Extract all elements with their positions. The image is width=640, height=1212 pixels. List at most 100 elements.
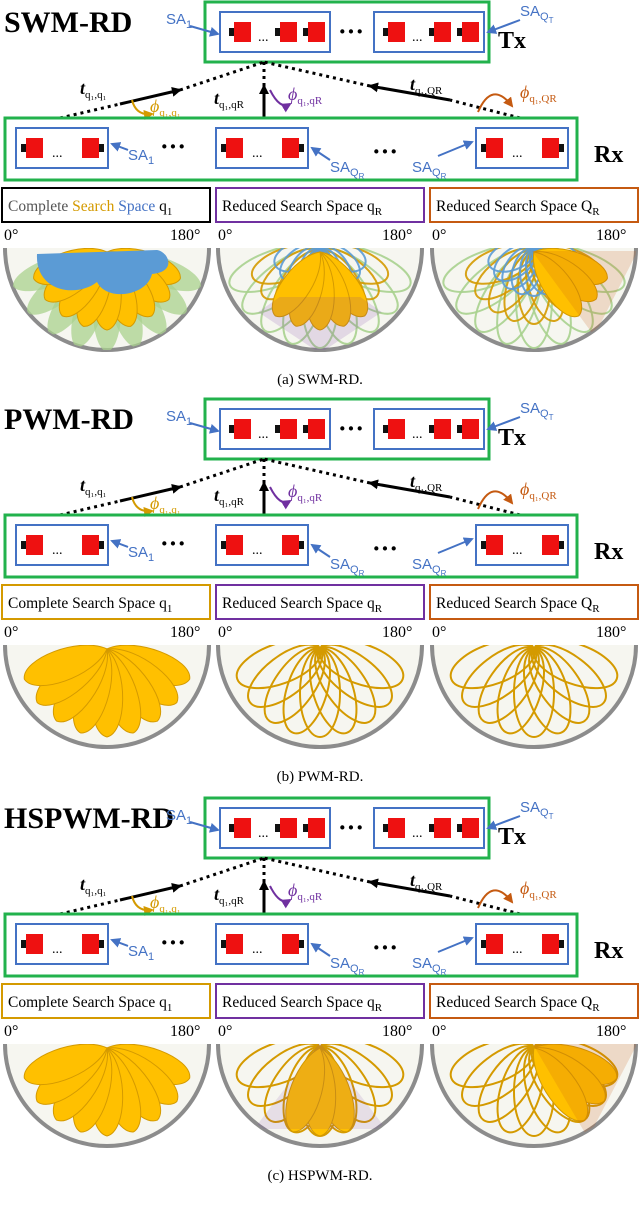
t-label-q1QR-sub: q₁,QR <box>415 881 443 893</box>
panel-caption: (c) HSPWM-RD. <box>268 1168 373 1184</box>
t-label-q1qR-t: t <box>214 485 220 505</box>
sa-pointer <box>189 422 220 434</box>
antenna-notch <box>481 940 486 948</box>
antenna-element-icon <box>486 535 503 555</box>
sa-rx-first-main: SA <box>128 544 148 561</box>
angle-0-label: 0° <box>4 227 18 244</box>
lobes-group <box>449 1044 636 1139</box>
lobes-group <box>235 645 405 738</box>
sa-rx-first-sub: 1 <box>148 552 154 564</box>
sa-rx-last-main: SA <box>412 556 432 573</box>
panel-caption: (a) SWM-RD. <box>277 372 363 388</box>
search-space-word: Search <box>72 198 118 215</box>
search-space-reduced-label: Reduced Search Space qR <box>222 595 383 615</box>
search-space-sub: R <box>592 206 600 218</box>
rx-ellipsis: ··· <box>160 928 186 957</box>
sa-rx-first-sub: 1 <box>148 155 154 167</box>
phi-label-q1QR-phi: ϕ <box>520 878 529 898</box>
t-label-q1qR: tq₁,qR <box>214 88 245 111</box>
sa-rx-last-subsub: R <box>441 968 447 977</box>
antenna-notch <box>481 541 486 549</box>
sa-pointer <box>110 142 129 152</box>
antenna-element-icon <box>308 818 325 838</box>
rotation-arrow-icon <box>269 89 292 113</box>
search-space-box <box>429 983 639 1019</box>
search-space-text: Reduced Search Space Q <box>436 595 592 612</box>
lobes-group <box>13 248 201 350</box>
search-space-reduced-label: Reduced Search Space QR <box>436 994 600 1014</box>
panel-title: SWM-RD <box>4 6 132 39</box>
antenna-element-icon <box>486 934 503 954</box>
beam-ring-gold <box>235 645 322 690</box>
subarray-box <box>15 524 109 566</box>
antenna-notch <box>559 144 564 152</box>
sa-pointer <box>310 942 331 957</box>
antenna-notch <box>303 824 308 832</box>
search-space-word: Complete <box>8 994 72 1011</box>
link-arrow-q1QR <box>368 82 451 102</box>
subarray-box <box>475 524 569 566</box>
angle-180-label: 180° <box>596 1023 626 1040</box>
phi-label-q1QR-sub: q₁,QR <box>529 889 557 901</box>
antenna-element-icon <box>486 138 503 158</box>
sa-pointer <box>110 539 129 549</box>
phi-label-q1QR: ϕq₁,QR <box>520 479 557 502</box>
subarray-ellipsis: ... <box>252 942 263 957</box>
beam-lobe-gold <box>533 1047 589 1122</box>
search-space-box <box>215 584 425 620</box>
sa-pointer <box>486 815 521 830</box>
rx-ellipsis: ··· <box>160 529 186 558</box>
link-dotted <box>263 457 371 485</box>
sa-tx-last-subsub: T <box>549 16 554 25</box>
antenna-element-icon <box>462 22 479 42</box>
sa-rx-last-subsub: R <box>441 569 447 578</box>
rx-label: Rx <box>594 938 623 964</box>
subarray-ellipsis: ... <box>258 30 269 45</box>
sa-tx-first-sub: 1 <box>186 19 192 31</box>
subarray-ellipsis: ... <box>512 146 523 161</box>
phi-label-q1QR-sub: q₁,QR <box>529 93 557 105</box>
sa-rx-mid: SAQR <box>330 159 365 181</box>
search-space-sub: R <box>375 603 383 615</box>
sector-reduced-Q <box>532 251 636 336</box>
antenna-element-icon <box>308 419 325 439</box>
subarray-ellipsis: ... <box>52 543 63 558</box>
antenna-notch <box>303 28 308 36</box>
search-space-word: q <box>159 198 167 215</box>
sa-rx-last-sub: Q <box>432 963 441 975</box>
search-space-complete-label: Complete Search Space q1 <box>8 994 172 1014</box>
phi-label-q1qR-sub: q₁,qR <box>297 891 323 903</box>
phi-label-q1q1-phi: ϕ <box>150 892 159 912</box>
antenna-element-icon <box>234 818 251 838</box>
beam-lobe-gold <box>23 645 108 687</box>
link-arrow-q1QR <box>368 878 451 898</box>
antenna-element-icon <box>226 535 243 555</box>
subarray-box <box>475 923 569 965</box>
phi-label-q1qR: ϕq₁,qR <box>288 481 323 504</box>
sa-tx-last: SAQT <box>520 799 554 821</box>
antenna-element-icon <box>282 535 299 555</box>
subarray-ellipsis: ... <box>258 427 269 442</box>
search-space-sub: 1 <box>167 603 173 615</box>
antenna-element-icon <box>462 818 479 838</box>
antenna-element-icon <box>388 419 405 439</box>
search-space-text: Reduced Search Space Q <box>436 994 592 1011</box>
tx-ellipsis: ··· <box>338 813 364 842</box>
rx-ellipsis: ··· <box>372 534 398 563</box>
antenna-element-icon <box>280 419 297 439</box>
search-space-word: q <box>159 994 167 1011</box>
phi-label-q1q1-phi: ϕ <box>150 493 159 513</box>
antenna-notch <box>299 940 304 948</box>
panel-caption: (b) PWM-RD. <box>277 769 364 785</box>
angle-0-label: 0° <box>432 227 446 244</box>
antenna-notch <box>275 425 280 433</box>
t-label-q1QR-t: t <box>410 870 416 890</box>
link-arrow-q1QR <box>368 479 451 499</box>
sa-rx-mid-sub: Q <box>350 167 359 179</box>
antenna-element-icon <box>82 535 99 555</box>
panel-title: HSPWM-RD <box>4 802 174 835</box>
sa-tx-first: SA1 <box>166 807 192 827</box>
phi-label-q1q1-sub: q₁,q₁ <box>159 107 181 119</box>
